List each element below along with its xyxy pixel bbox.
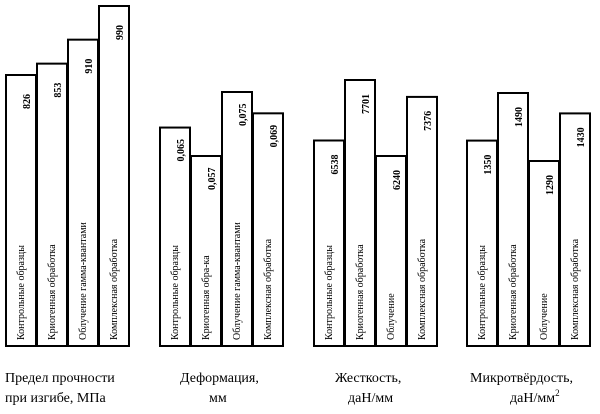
bar-stiffness-2 — [344, 79, 376, 347]
category-label-stiffness-1: Контрольные образцы — [324, 245, 335, 340]
category-label-microhardness-4: Комплексная обработка — [570, 238, 581, 340]
value-label-microhardness-1: 1350 — [483, 155, 494, 175]
bar-strength-1 — [5, 74, 37, 347]
bar-stiffness-1 — [313, 139, 345, 347]
value-label-strength-1: 826 — [22, 94, 33, 109]
caption-stiffness-line-2: даН/мм — [348, 391, 393, 406]
value-label-stiffness-1: 6538 — [330, 154, 341, 174]
bar-strength-3 — [67, 38, 99, 347]
bar-deformation-4 — [252, 112, 284, 348]
caption-stiffness-line-1: Жесткость, — [335, 371, 401, 386]
category-label-deformation-3: Облучение гамма-квантами — [232, 221, 243, 340]
category-label-strength-3: Облучение гамма-квантами — [78, 221, 89, 340]
category-label-deformation-1: Контрольные образцы — [170, 245, 181, 340]
value-label-strength-2: 853 — [53, 83, 64, 98]
category-label-microhardness-1: Контрольные образцы — [477, 245, 488, 340]
category-label-stiffness-2: Криогенная обработка — [355, 244, 366, 340]
bar-strength-2 — [36, 62, 68, 347]
category-label-deformation-4: Комплексная обработка — [263, 238, 274, 340]
bar-deformation-1 — [159, 126, 191, 347]
value-label-stiffness-4: 7376 — [423, 111, 434, 131]
caption-deformation-line-2: мм — [209, 391, 227, 406]
bar-microhardness-2 — [497, 92, 529, 347]
caption-microhardness-line-1: Микротвёрдость, — [470, 371, 573, 386]
caption-deformation-line-1: Деформация, — [180, 371, 259, 386]
value-label-deformation-3: 0,075 — [238, 104, 249, 127]
category-label-microhardness-2: Криогенная обработка — [508, 244, 519, 340]
category-label-stiffness-4: Комплексная обработка — [417, 238, 428, 340]
bar-microhardness-1 — [466, 139, 498, 347]
value-label-strength-4: 990 — [115, 25, 126, 40]
bar-stiffness-4 — [406, 95, 438, 347]
value-label-stiffness-3: 6240 — [392, 170, 403, 190]
caption-microhardness-unit: даН/мм — [510, 391, 555, 406]
value-label-deformation-4: 0,069 — [269, 125, 280, 148]
caption-microhardness-superscript: 2 — [555, 388, 560, 398]
caption-microhardness-line-2: даН/мм2 — [510, 388, 560, 406]
value-label-microhardness-4: 1430 — [576, 127, 587, 147]
category-label-strength-4: Комплексная обработка — [109, 238, 120, 340]
bar-strength-4 — [98, 5, 130, 347]
category-label-strength-2: Криогенная обработка — [47, 244, 58, 340]
category-label-strength-1: Контрольные образцы — [16, 245, 27, 340]
value-label-microhardness-2: 1490 — [514, 107, 525, 127]
bar-deformation-2 — [190, 155, 222, 347]
value-label-strength-3: 910 — [84, 59, 95, 74]
chart-deformation: Деформация, мм Контрольные образцы 0,065К… — [159, 91, 284, 406]
value-label-stiffness-2: 7701 — [361, 94, 372, 114]
value-label-deformation-2: 0,057 — [207, 168, 218, 191]
value-label-deformation-1: 0,065 — [176, 139, 187, 162]
bar-deformation-3 — [221, 91, 253, 347]
caption-strength-line-2: при изгибе, МПа — [5, 391, 106, 406]
chart-strength: Предел прочности при изгибе, МПа Контрол… — [5, 5, 130, 406]
category-label-stiffness-3: Облучение — [386, 293, 397, 340]
chart-stiffness: Жесткость, даН/мм Контрольные образцы 653… — [313, 79, 438, 406]
caption-strength-line-1: Предел прочности — [5, 371, 115, 386]
value-label-microhardness-3: 1290 — [545, 175, 556, 195]
chart-microhardness: Микротвёрдость, даН/мм2 Контрольные обра… — [466, 92, 591, 406]
bar-microhardness-4 — [559, 112, 591, 348]
category-label-microhardness-3: Облучение — [539, 293, 550, 340]
category-label-deformation-2: Криогенная обра-ка — [201, 255, 212, 340]
